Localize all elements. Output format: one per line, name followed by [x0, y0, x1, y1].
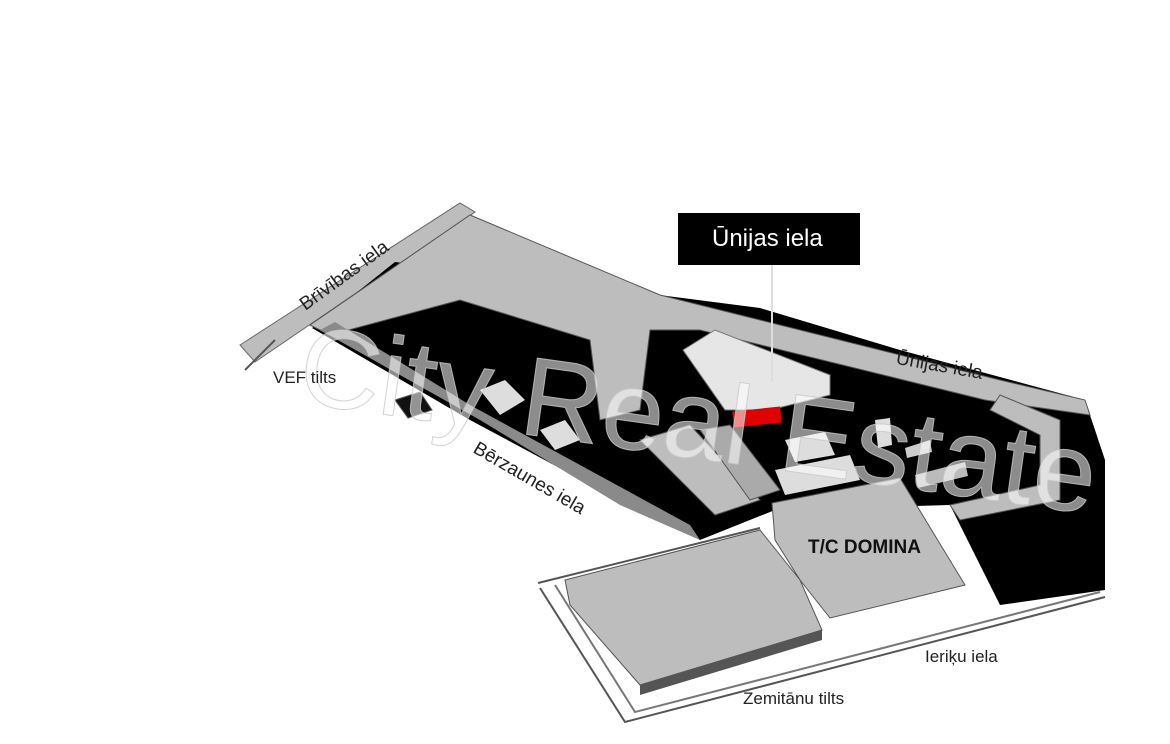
- vef-bridge-line: [244, 339, 276, 371]
- ieriku-road: [537, 527, 761, 584]
- building: [480, 380, 525, 415]
- building: [785, 432, 835, 462]
- highlighted-property: [732, 406, 782, 428]
- callout-label: Ūnijas iela: [678, 213, 860, 265]
- annex-shadow: [640, 630, 822, 695]
- east-wing: [949, 394, 1061, 521]
- building: [639, 424, 761, 516]
- building: [915, 462, 968, 488]
- north-buildings: [309, 214, 1091, 421]
- street-label-ieriku: Ieriķu iela: [925, 647, 998, 666]
- landmark-label-domina: T/C DOMINA: [808, 537, 921, 558]
- ieriku-road: [539, 587, 1106, 724]
- building: [875, 418, 892, 448]
- building: [699, 424, 781, 501]
- brivibas-road: [239, 202, 476, 363]
- west-strip: [320, 322, 700, 540]
- building: [394, 391, 433, 419]
- domina-mall: [771, 477, 966, 619]
- zemitanu-bridge: [554, 584, 1101, 714]
- street-label-vef: VEF tilts: [273, 368, 337, 387]
- building: [540, 420, 580, 450]
- street-label-zemitanu: Zemitānu tilts: [743, 689, 845, 708]
- building: [775, 455, 860, 495]
- building: [905, 440, 932, 458]
- main-building: [682, 329, 831, 411]
